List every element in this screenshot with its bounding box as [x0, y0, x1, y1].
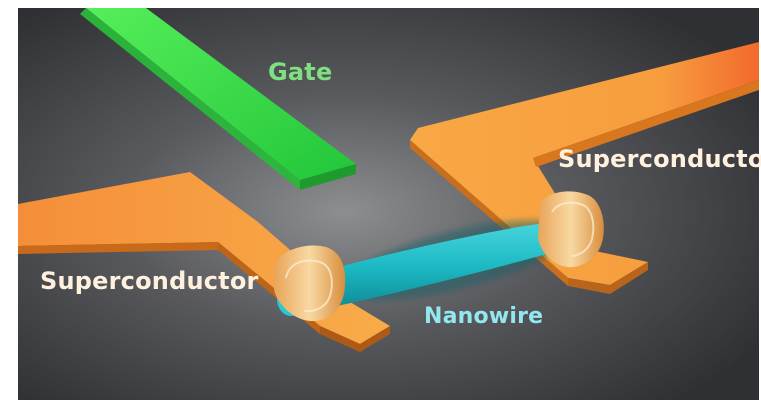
clamp-left [274, 245, 346, 322]
superconductor-right-top-face [410, 42, 759, 285]
superconductor-left-side-c [320, 326, 390, 352]
gate-electrode [80, 8, 356, 190]
superconductor-right-side-c [533, 80, 759, 167]
superconductor-left-label: Superconductor [40, 267, 259, 295]
superconductor-right-side-b [568, 262, 648, 294]
nanowire-label: Nanowire [424, 304, 543, 329]
gate-side-face [300, 164, 356, 190]
gate-label: Gate [268, 58, 332, 86]
clamp-left-highlight [285, 259, 333, 313]
gate-top-face [86, 8, 356, 180]
superconductor-right-label: Superconductor [558, 145, 761, 173]
gate-edge [80, 8, 300, 190]
clamp-right-highlight [551, 201, 595, 257]
clamp-right [538, 191, 604, 268]
nanowire-body [286, 222, 571, 314]
superconductor-left-side-a [18, 242, 218, 254]
